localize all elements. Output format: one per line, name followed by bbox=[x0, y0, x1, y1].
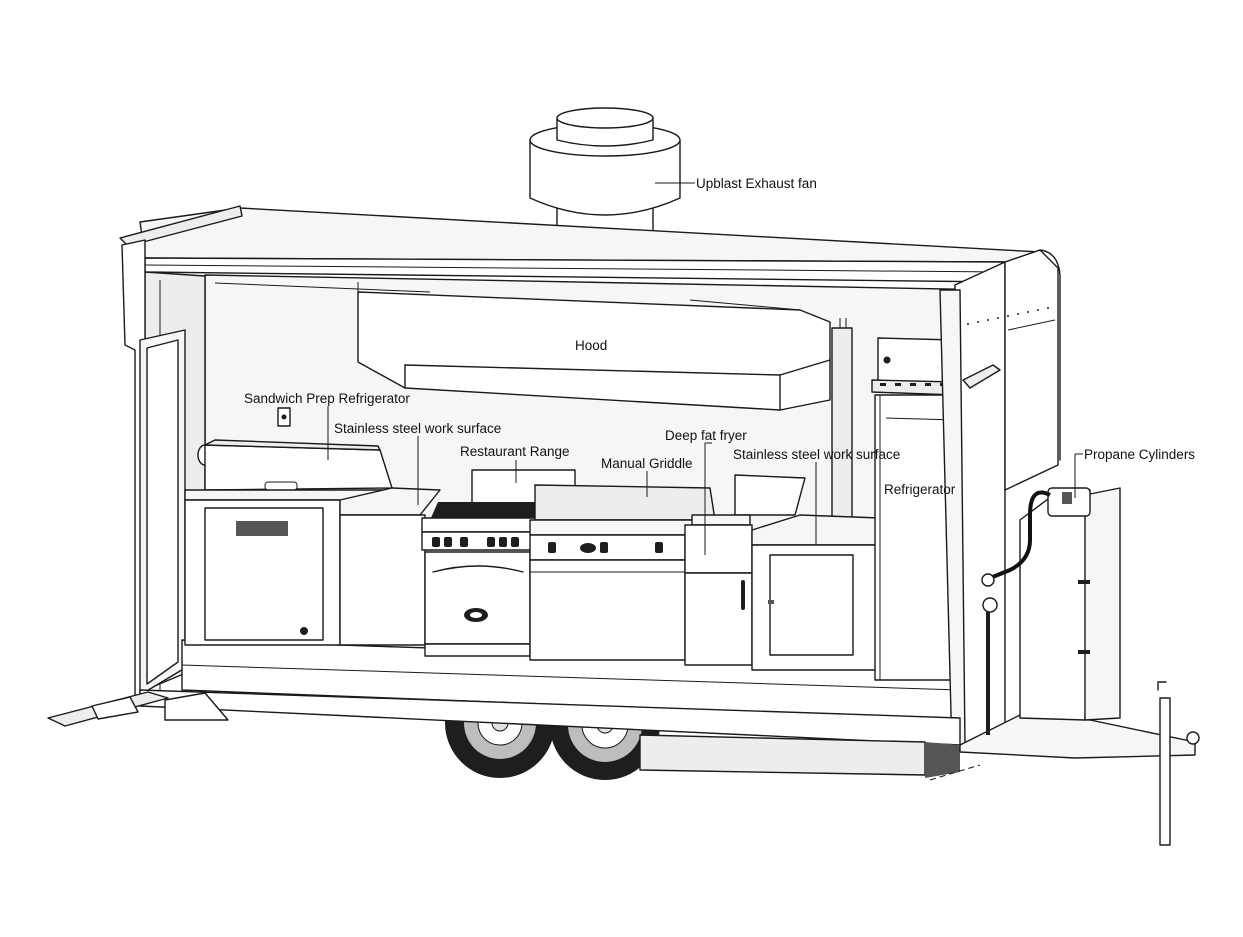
label-refrigerator: Refrigerator bbox=[884, 482, 956, 497]
sandwich-prep-refrigerator bbox=[184, 407, 393, 646]
range-knobs bbox=[432, 537, 519, 547]
gas-line bbox=[981, 490, 1051, 735]
vent-duct bbox=[831, 318, 853, 521]
label-work-surface-right: Stainless steel work surface bbox=[733, 447, 900, 462]
leader-lines bbox=[327, 182, 1083, 555]
restaurant-range bbox=[421, 469, 576, 657]
deep-fat-fryer bbox=[684, 474, 806, 666]
label-sandwich-prep: Sandwich Prep Refrigerator bbox=[244, 391, 410, 406]
jack-stand bbox=[1157, 681, 1171, 846]
rivet-row bbox=[967, 307, 1049, 325]
hood bbox=[214, 282, 831, 411]
label-griddle: Manual Griddle bbox=[601, 456, 693, 471]
right-wall bbox=[939, 249, 1061, 753]
label-fryer: Deep fat fryer bbox=[665, 428, 747, 443]
work-surface-left bbox=[339, 487, 441, 646]
label-range: Restaurant Range bbox=[460, 444, 570, 459]
label-propane: Propane Cylinders bbox=[1084, 447, 1195, 462]
left-step bbox=[47, 691, 229, 727]
propane-cylinders bbox=[1019, 487, 1121, 721]
label-hood: Hood bbox=[575, 338, 607, 353]
label-work-surface-left: Stainless steel work surface bbox=[334, 421, 501, 436]
griddle-knobs bbox=[548, 542, 663, 553]
trailer-roof bbox=[119, 205, 1041, 283]
label-exhaust-fan: Upblast Exhaust fan bbox=[696, 176, 817, 191]
open-door-left bbox=[121, 239, 186, 706]
labels: Upblast Exhaust fan Hood Sandwich Prep R… bbox=[244, 176, 1195, 497]
